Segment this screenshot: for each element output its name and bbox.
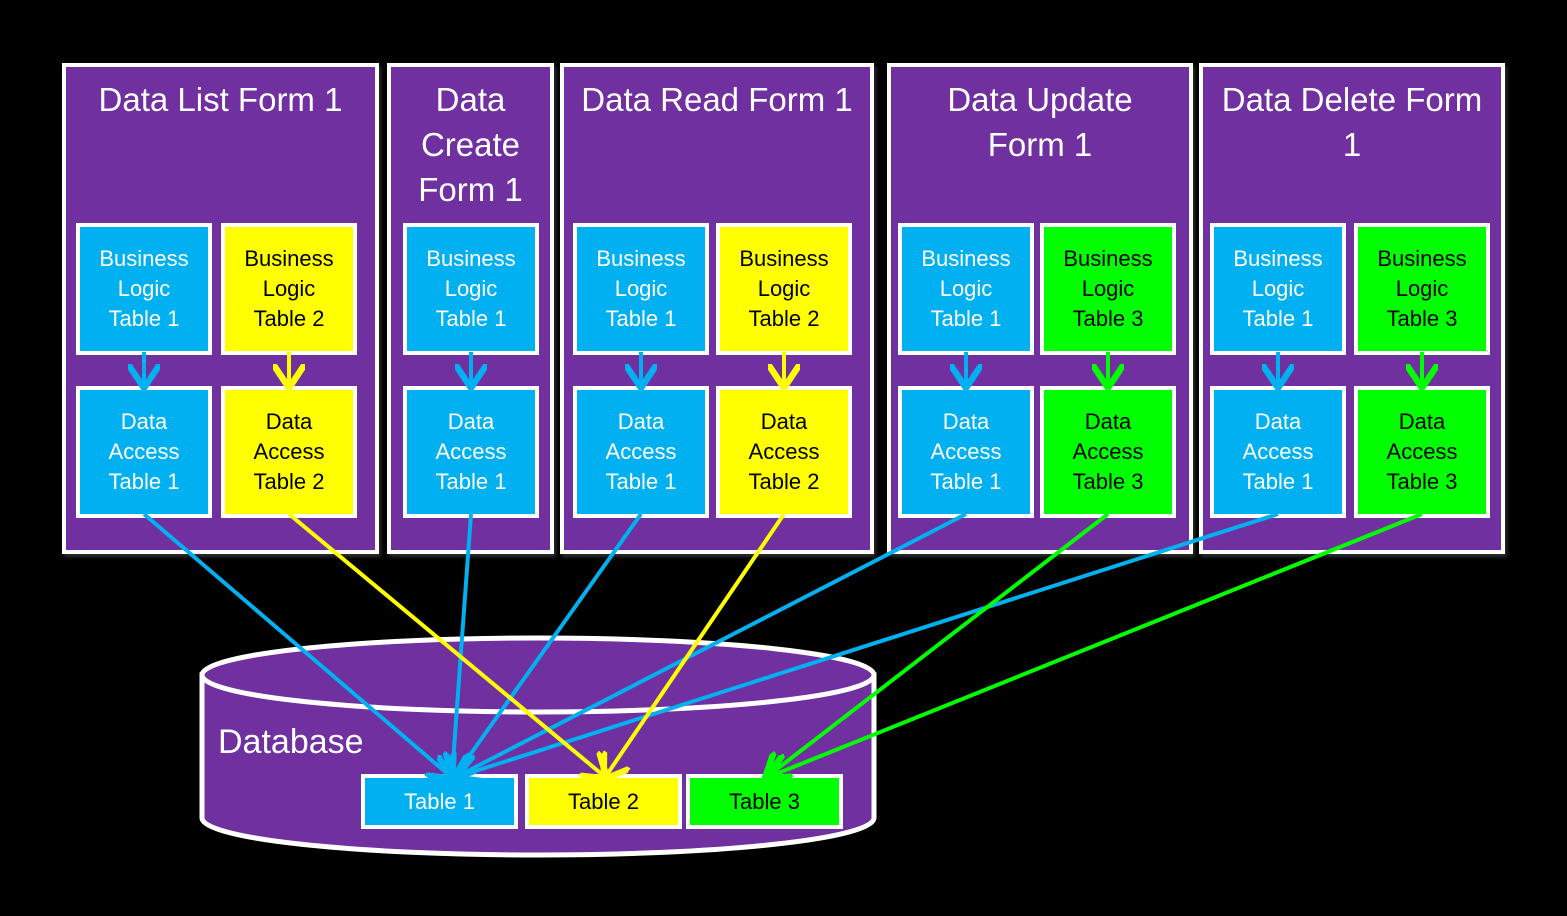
business-logic-box: Business Logic Table 1 <box>76 223 212 355</box>
business-logic-box: Business Logic Table 1 <box>1210 223 1346 355</box>
form-title: Data Delete Form 1 <box>1221 81 1483 163</box>
database-table-3: Table 3 <box>686 774 843 829</box>
business-logic-box: Business Logic Table 1 <box>573 223 709 355</box>
business-logic-box: Business Logic Table 1 <box>898 223 1034 355</box>
business-logic-box: Business Logic Table 2 <box>716 223 852 355</box>
form-title: Data Read Form 1 <box>581 81 853 118</box>
form-title: Data Create Form 1 <box>418 81 523 208</box>
business-logic-box: Business Logic Table 3 <box>1040 223 1176 355</box>
business-logic-box: Business Logic Table 3 <box>1354 223 1490 355</box>
data-access-box: Data Access Table 1 <box>76 386 212 518</box>
form-title: Data List Form 1 <box>98 81 343 118</box>
business-logic-box: Business Logic Table 2 <box>221 223 357 355</box>
database-table-2: Table 2 <box>525 774 682 829</box>
data-access-box: Data Access Table 3 <box>1354 386 1490 518</box>
data-access-box: Data Access Table 3 <box>1040 386 1176 518</box>
data-access-box: Data Access Table 1 <box>898 386 1034 518</box>
data-access-box: Data Access Table 1 <box>1210 386 1346 518</box>
data-access-box: Data Access Table 2 <box>221 386 357 518</box>
database-label: Database <box>218 723 364 761</box>
form-title: Data Update Form 1 <box>947 81 1133 163</box>
data-access-box: Data Access Table 1 <box>403 386 539 518</box>
business-logic-box: Business Logic Table 1 <box>403 223 539 355</box>
data-access-box: Data Access Table 1 <box>573 386 709 518</box>
database-table-1: Table 1 <box>361 774 518 829</box>
data-access-box: Data Access Table 2 <box>716 386 852 518</box>
